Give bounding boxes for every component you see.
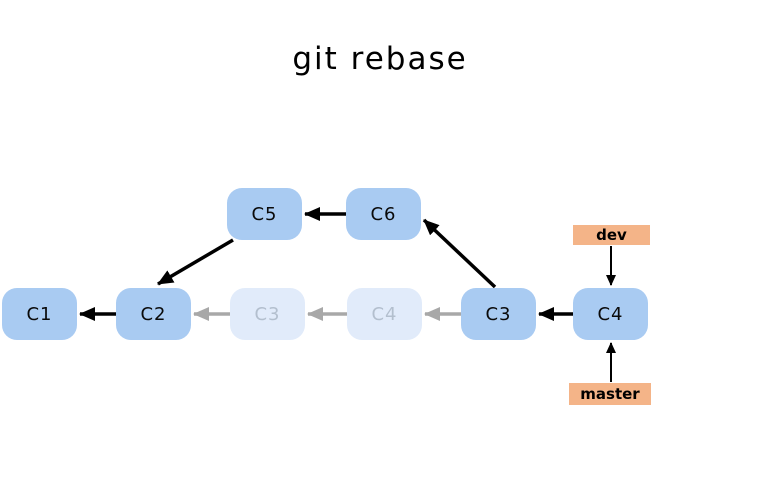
commit-node-c5: C5 <box>227 188 302 240</box>
commit-node-c6: C6 <box>346 188 421 240</box>
branch-label-dev: dev <box>573 225 650 245</box>
commit-node-c4-old: C4 <box>347 288 422 340</box>
commit-node-c3: C3 <box>461 288 536 340</box>
edge-c3-to-c6 <box>422 218 497 289</box>
commit-node-c2: C2 <box>116 288 191 340</box>
commit-node-c4: C4 <box>573 288 648 340</box>
diagram-title: git rebase <box>292 41 468 77</box>
branch-label-master: master <box>569 383 651 405</box>
commit-node-c3-old: C3 <box>230 288 305 340</box>
commit-node-c1: C1 <box>2 288 77 340</box>
edge-c5-to-c2 <box>157 238 234 286</box>
